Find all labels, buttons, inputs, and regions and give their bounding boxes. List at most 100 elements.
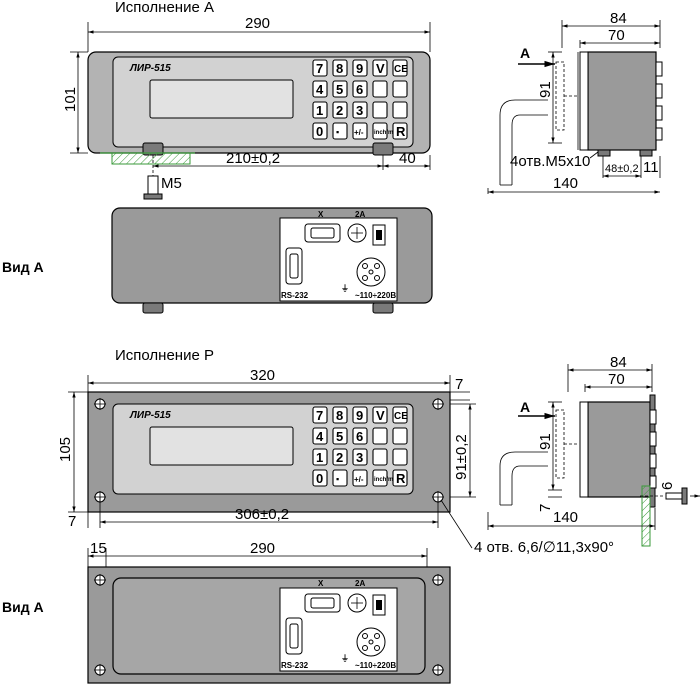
key-6-label-p: 6 [356, 429, 363, 444]
bottom-dim-margin-left: 7 [68, 513, 76, 530]
keypad-a: 7 8 9 V CE 4 5 6 1 2 3 0 ▪ +/- inch/mm R [312, 59, 408, 140]
view-a-1-port-2a: 2A [355, 210, 365, 219]
side-p-flange [649, 394, 656, 508]
screw-head [143, 193, 163, 200]
key-0-label-p: 0 [316, 471, 323, 486]
key-inch-mm-label: inch/mm [374, 130, 399, 136]
side-p-dim-bottom: 7 [537, 504, 554, 512]
key-0 [312, 122, 328, 140]
side-p-view-letter: A [520, 399, 530, 415]
key-blank-3 [372, 101, 388, 119]
view-a-1: Вид А X 2A RS-232 ~110÷220В ⏚ [2, 207, 433, 314]
side-p-dim-panel: 6 [659, 482, 676, 490]
key-4-label: 4 [316, 82, 324, 97]
bottom-side-view: 84 70 A 91 7 6 14 [487, 354, 700, 547]
key-inch-mm-label-p: inch/mm [374, 477, 399, 483]
key-r-label-p: R [396, 471, 406, 486]
key-r [392, 122, 408, 140]
key-9-label-p: 9 [356, 408, 363, 423]
key-1-label: 1 [316, 103, 323, 118]
side-a-dim-height: 91 [537, 81, 554, 98]
key-8 [332, 59, 348, 77]
side-a-dim-total: 140 [553, 175, 578, 192]
top-front-view: Исполнение А 290 101 ЛИР-515 7 8 9 V CE … [62, 0, 431, 200]
top-side-view: 84 70 A 91 4отв.M5x10 [487, 10, 663, 194]
bottom-dim-margin-top: 7 [455, 376, 463, 393]
key-3-label: 3 [356, 103, 363, 118]
key-6-label: 6 [356, 82, 363, 97]
ground-icon-2: ⏚ [341, 654, 349, 663]
side-a-view-letter: A [520, 45, 530, 61]
key-ce-label: CE [394, 64, 408, 75]
bottom-title: Исполнение Р [115, 347, 214, 364]
brand-logo-a: ЛИР-515 [129, 63, 171, 74]
key-plusminus-label-p: +/- [354, 475, 364, 484]
view-a-1-rs232: RS-232 [281, 291, 309, 300]
side-a-dim-holes-span: 48±0,2 [605, 163, 639, 175]
key-8-label-p: 8 [336, 408, 343, 423]
key-plusminus-label: +/- [354, 128, 364, 137]
keypad-p: 7 8 9 V CE 4 5 6 1 2 3 0 ▪ +/- inch/mm R [312, 406, 408, 487]
view-a-1-label: Вид А [2, 259, 44, 275]
key-3-label-p: 3 [356, 450, 363, 465]
display-screen-a [149, 79, 294, 119]
top-dim-foot-offset: 40 [399, 150, 416, 167]
side-p-dim-depth: 84 [610, 354, 627, 371]
key-ce [392, 59, 408, 77]
key-9 [352, 59, 368, 77]
key-5 [332, 80, 348, 98]
key-v-label-p: V [376, 408, 385, 423]
view-a-2-label: Вид А [2, 599, 44, 615]
mount-plate-a [111, 152, 191, 165]
key-7 [312, 59, 328, 77]
side-p-body [587, 401, 651, 498]
display-screen-p [149, 426, 294, 466]
view-a-2: Вид А 15 290 X 2A RS-232 ~110÷220В ⏚ [2, 540, 451, 684]
view-a-1-power: ~110÷220В [355, 291, 396, 300]
side-a-holes-note: 4отв.M5x10 [510, 153, 590, 170]
key-dot-label: ▪ [336, 127, 339, 137]
key-2-label: 2 [336, 103, 343, 118]
key-v [372, 59, 388, 77]
view-a-2-power: ~110÷220В [355, 661, 396, 670]
top-dim-height: 101 [62, 87, 79, 112]
key-dot [332, 122, 348, 140]
screw-label: M5 [161, 175, 182, 192]
key-4-label-p: 4 [316, 429, 324, 444]
key-r-label: R [396, 124, 406, 139]
key-5-label: 5 [336, 82, 343, 97]
key-2 [332, 101, 348, 119]
key-v-label: V [376, 61, 385, 76]
key-8-label: 8 [336, 61, 343, 76]
view-a-1-port-x: X [318, 210, 324, 219]
key-6 [352, 80, 368, 98]
view-a-2-port-x: X [318, 579, 324, 588]
side-p-front-panel [579, 401, 589, 498]
key-dot-label-p: ▪ [336, 474, 339, 484]
side-p-screw-icon [665, 492, 683, 500]
brand-logo-p: ЛИР-515 [129, 410, 171, 421]
key-3 [352, 101, 368, 119]
key-plusminus [352, 122, 368, 140]
key-1 [312, 101, 328, 119]
side-p-mount-wall [641, 485, 651, 547]
view-a-2-port-2a: 2A [355, 579, 365, 588]
bottom-dim-height: 105 [57, 437, 74, 462]
view-a-2-dim-left: 15 [90, 540, 107, 557]
bottom-dim-hole-vertical: 91±0,2 [453, 434, 470, 480]
view-a-2-holes [94, 574, 444, 676]
key-blank-2 [392, 80, 408, 98]
side-a-dim-depth: 84 [610, 10, 627, 27]
top-dim-foot-span: 210±0,2 [226, 150, 280, 167]
key-0-label: 0 [316, 124, 323, 139]
view-a-2-rs232: RS-232 [281, 661, 309, 670]
foot-right-a [372, 142, 394, 156]
side-p-dim-height: 91 [537, 433, 554, 450]
bottom-dim-hole-span: 306±0,2 [235, 506, 289, 523]
screw-m5 [147, 175, 159, 195]
key-1-label-p: 1 [316, 450, 323, 465]
bottom-dim-width: 320 [250, 367, 275, 384]
key-9-label: 9 [356, 61, 363, 76]
key-blank-1 [372, 80, 388, 98]
